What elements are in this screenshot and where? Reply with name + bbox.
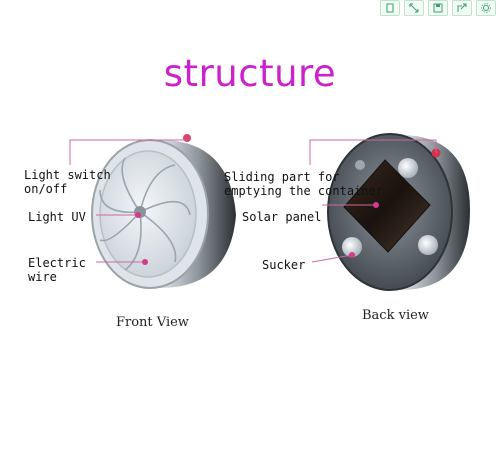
page-title: structure [163,52,337,95]
settings-button[interactable] [476,0,496,16]
expand-icon [409,3,419,13]
label-solar-panel: Solar panel [242,210,322,224]
sucker-top [398,158,418,178]
callout-dots [135,202,379,265]
save-icon [433,3,443,13]
back-view-label: Back view [362,308,429,323]
expand-button[interactable] [404,0,424,16]
front-device [91,134,236,289]
image-toolbar [380,0,496,16]
sucker-left [342,237,362,257]
callout-lines [69,139,437,263]
settings-icon [481,3,491,13]
sucker-small [355,160,365,170]
copy-button[interactable] [380,0,400,16]
front-grille [99,150,197,278]
copy-icon [386,3,394,13]
fan-blades [99,157,191,271]
front-view-label: Front View [116,315,189,330]
label-sucker: Sucker [262,258,306,272]
share-icon [457,3,467,12]
share-button[interactable] [452,0,472,16]
label-light-switch: Light switch on/off [24,168,111,196]
label-sliding-part: Sliding part for emptying the container [224,170,383,198]
back-device [327,133,470,291]
label-light-uv: Light UV [28,210,86,224]
save-button[interactable] [428,0,448,16]
solar-panel-shape [343,159,431,253]
switch-button [183,134,191,142]
label-electric-wire: Electric wire [28,256,86,284]
sucker-right [418,235,438,255]
